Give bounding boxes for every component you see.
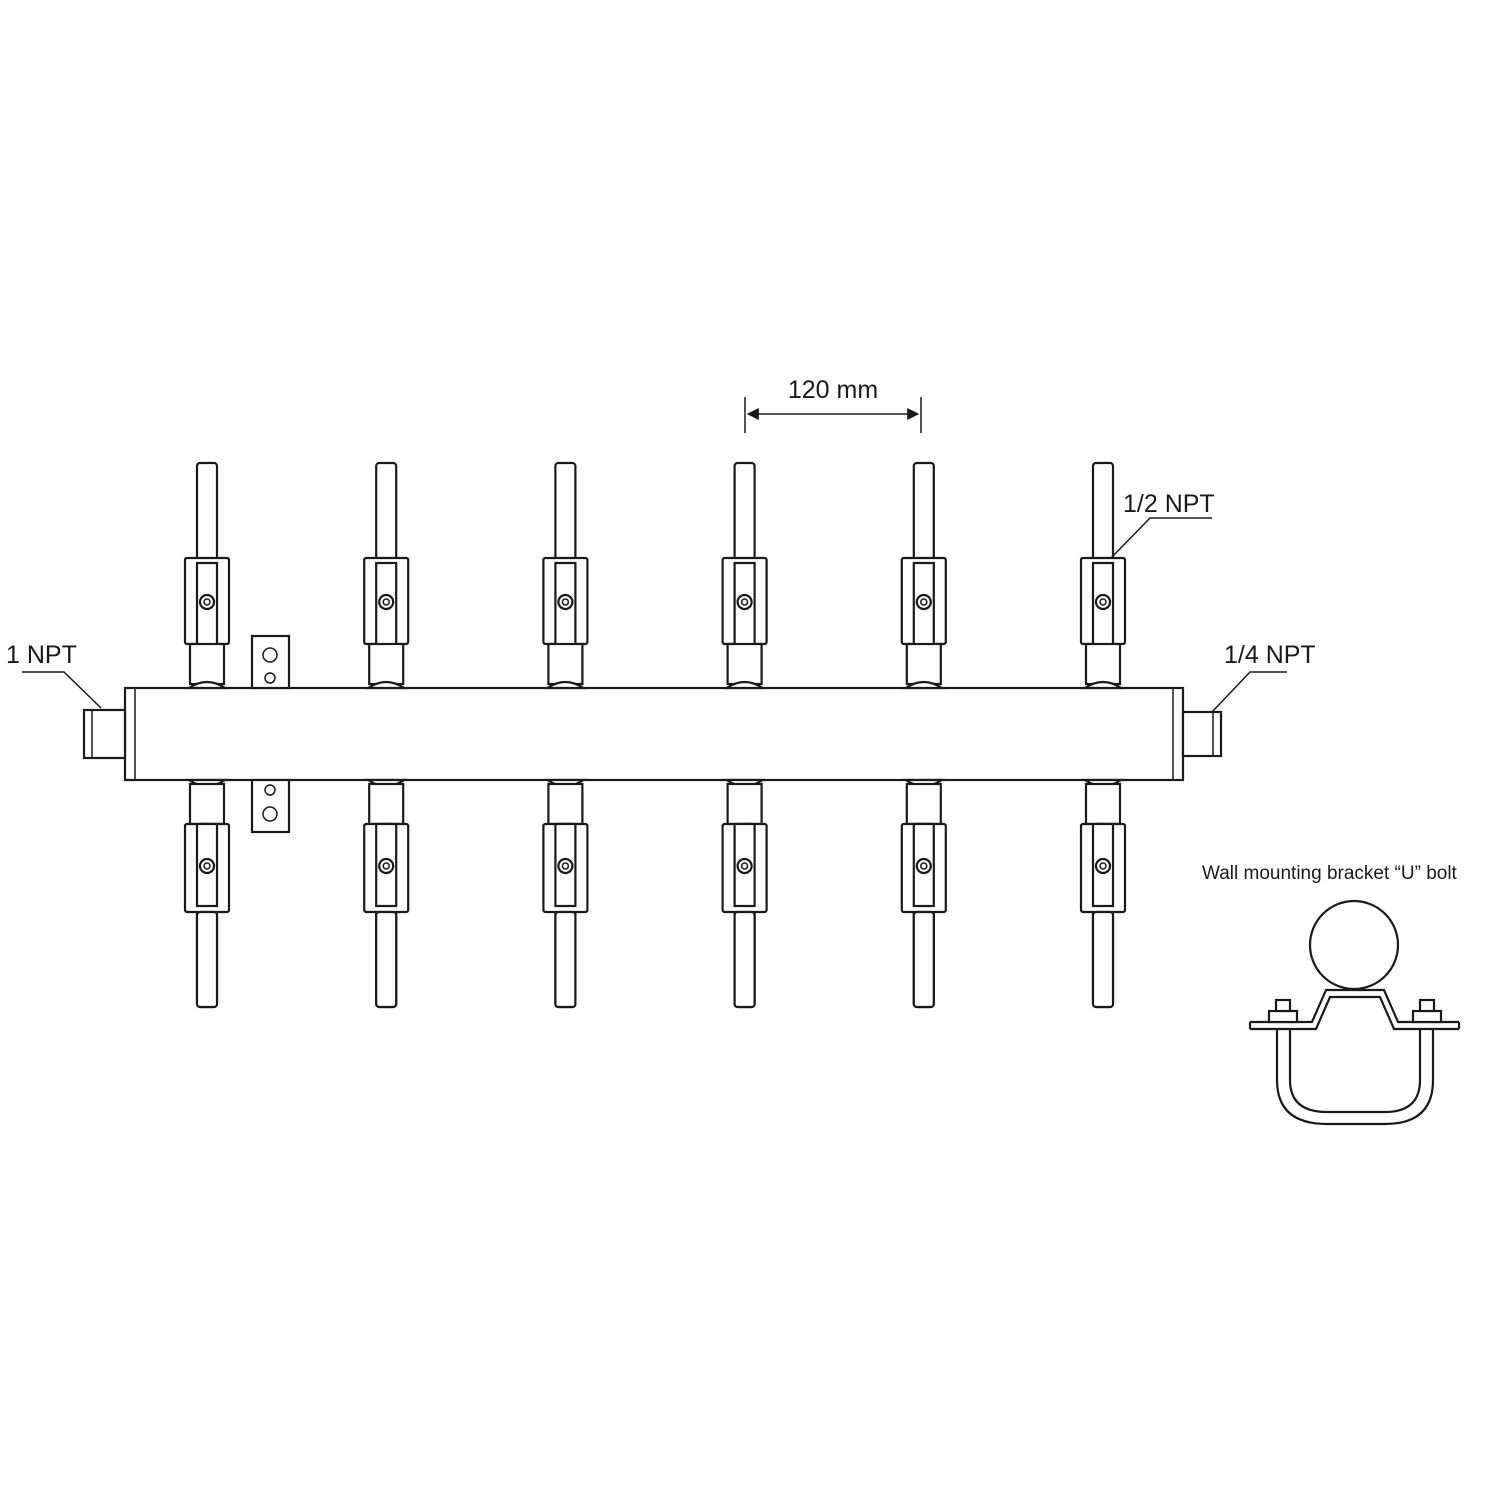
spacing-label: 120 mm — [788, 376, 878, 404]
bottom-valve-2 — [363, 778, 410, 1009]
mounting-tab-top — [250, 634, 291, 690]
inlet-label: 1 NPT — [6, 641, 77, 669]
outlet-valve-callout: 1/2 NPT — [1110, 490, 1215, 559]
bottom-valve-5 — [900, 778, 947, 1009]
bottom-valve-1 — [183, 778, 231, 1009]
end-port-callout: 1/4 NPT — [1211, 641, 1316, 713]
spacing-dimension: 120 mm — [744, 376, 922, 433]
bottom-valve-6 — [1079, 778, 1127, 1009]
top-valve-5 — [900, 461, 947, 690]
top-valve-4 — [721, 461, 768, 690]
top-valve-3 — [542, 461, 589, 690]
end-plug — [1181, 710, 1223, 758]
valves-bottom — [183, 778, 1127, 1009]
header-pipe — [123, 686, 1185, 782]
inlet-fitting — [82, 708, 127, 760]
top-valve-2 — [363, 461, 410, 690]
bracket-caption: Wall mounting bracket “U” bolt — [1202, 863, 1458, 884]
top-valve-1 — [183, 461, 231, 690]
bottom-valve-4 — [721, 778, 768, 1009]
outlet-valve-label: 1/2 NPT — [1123, 490, 1215, 518]
u-bolt-bracket: Wall mounting bracket “U” bolt — [1202, 863, 1461, 1126]
mounting-tab-bottom — [250, 778, 291, 834]
bottom-valve-3 — [542, 778, 589, 1009]
end-port-label: 1/4 NPT — [1224, 641, 1316, 669]
top-valve-6 — [1079, 461, 1127, 690]
inlet-callout: 1 NPT — [6, 641, 102, 709]
valves-top — [183, 461, 1127, 690]
